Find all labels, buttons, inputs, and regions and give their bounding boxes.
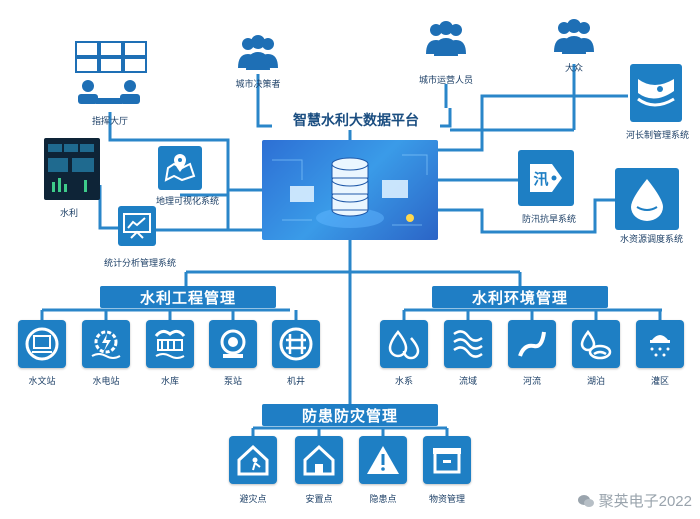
hazard-tile xyxy=(359,436,407,484)
irrigation-icon xyxy=(650,335,670,357)
tile-label: 隐患点 xyxy=(369,494,397,504)
watermark: 聚英电子2022 xyxy=(577,490,692,511)
chart-board-icon xyxy=(123,213,151,239)
platform-title: 智慧水利大数据平台 xyxy=(272,110,440,130)
lake-tile xyxy=(572,320,620,368)
hydrology-station-icon xyxy=(25,327,59,361)
house-icon xyxy=(303,444,335,476)
stats-system xyxy=(118,206,156,246)
water-system-tile xyxy=(380,320,428,368)
tile-label: 安置点 xyxy=(305,494,333,504)
map-pin-icon xyxy=(164,154,196,182)
tile-label: 避灾点 xyxy=(239,494,267,504)
environment-banner: 水利环境管理 xyxy=(432,286,608,308)
platform-illustration xyxy=(262,140,438,240)
shelter-icon xyxy=(237,444,269,476)
supplies-tile xyxy=(423,436,471,484)
people-icon xyxy=(554,19,594,54)
river-chief-icon xyxy=(637,79,675,107)
user-label: 大众 xyxy=(564,63,583,73)
pump-station-icon xyxy=(220,329,246,358)
tile-label: 流域 xyxy=(458,376,478,386)
shelter-tile xyxy=(229,436,277,484)
water-dashboard xyxy=(44,138,100,200)
irrigation-tile xyxy=(636,320,684,368)
flood-system: 汛 xyxy=(518,150,574,206)
tile-label: 水电站 xyxy=(92,376,120,386)
reservoir-tile xyxy=(146,320,194,368)
command-hall xyxy=(68,38,158,117)
hydropower-icon xyxy=(91,330,121,359)
command-hall-icon xyxy=(75,41,147,104)
people-icon xyxy=(238,35,278,70)
well-tile xyxy=(272,320,320,368)
hydropower-tile xyxy=(82,320,130,368)
command-hall-label: 指挥大厅 xyxy=(92,116,129,126)
map-system-label: 地理可视化系统 xyxy=(156,196,220,206)
tile-label: 水文站 xyxy=(28,376,56,386)
watermark-text: 聚英电子2022 xyxy=(598,493,692,510)
user-group-public: 大众 xyxy=(544,16,604,74)
well-icon xyxy=(279,327,313,361)
tile-label: 灌区 xyxy=(650,376,670,386)
water-resource-system xyxy=(615,168,679,230)
lake-icon xyxy=(580,329,612,360)
water-system-icon xyxy=(388,329,420,360)
user-label: 城市运营人员 xyxy=(418,75,473,85)
tile-label: 水库 xyxy=(160,376,180,386)
pump-station-tile xyxy=(209,320,257,368)
user-group-operators: 城市运营人员 xyxy=(408,18,484,86)
user-label: 城市决策者 xyxy=(235,79,281,89)
warning-icon xyxy=(367,446,399,474)
tile-label: 机井 xyxy=(286,376,306,386)
water-drop-icon xyxy=(631,179,663,221)
engineering-banner: 水利工程管理 xyxy=(100,286,276,308)
hydrology-station-tile xyxy=(18,320,66,368)
river-icon xyxy=(518,331,546,357)
river-chief-label: 河长制管理系统 xyxy=(626,130,690,140)
flood-tag-icon: 汛 xyxy=(530,164,562,192)
user-group-decision-makers: 城市决策者 xyxy=(228,32,288,90)
house-tile xyxy=(295,436,343,484)
tile-label: 水系 xyxy=(394,376,414,386)
water-resource-label: 水资源调度系统 xyxy=(620,234,684,244)
flood-tag-text: 汛 xyxy=(533,170,548,188)
reservoir-icon xyxy=(154,329,186,359)
stats-system-label: 统计分析管理系统 xyxy=(104,258,177,268)
basin-tile xyxy=(444,320,492,368)
server-stack-icon xyxy=(272,154,428,228)
tile-label: 湖泊 xyxy=(586,376,606,386)
dashboard-screen-icon xyxy=(48,144,94,192)
people-icon xyxy=(426,21,466,56)
tile-label: 河流 xyxy=(522,376,542,386)
map-system xyxy=(158,146,202,190)
flood-system-label: 防汛抗旱系统 xyxy=(522,214,577,224)
supplies-icon xyxy=(433,448,461,474)
wechat-icon xyxy=(577,494,594,507)
tile-label: 泵站 xyxy=(223,376,243,386)
disaster-banner: 防患防灾管理 xyxy=(262,404,438,426)
river-chief-system xyxy=(630,64,682,122)
basin-icon xyxy=(453,330,483,358)
river-tile xyxy=(508,320,556,368)
tile-label: 物资管理 xyxy=(428,494,466,504)
water-dashboard-label: 水利 xyxy=(60,208,79,218)
